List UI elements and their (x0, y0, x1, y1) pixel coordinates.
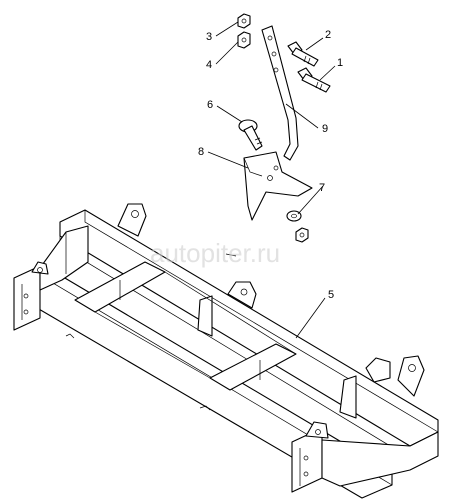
callout-9: 9 (322, 123, 328, 135)
leader-lines (207, 21, 336, 339)
sweep-share (243, 151, 313, 221)
watermark-text: autopiter.ru (150, 238, 280, 268)
nut-7 (295, 227, 309, 243)
frame-cross-brace-4 (339, 375, 357, 419)
nut-4 (237, 31, 251, 49)
frame-right-side (321, 431, 439, 487)
callout-3: 3 (206, 31, 212, 43)
frame-assembly (13, 203, 439, 499)
frame-lug-left (117, 203, 147, 237)
frame-cross-brace-2 (197, 295, 213, 337)
plow-bolt (238, 119, 263, 151)
washer-7 (286, 210, 302, 222)
frame-lug-right-lower (365, 357, 391, 383)
callout-7: 7 (319, 182, 325, 194)
callout-8: 8 (198, 146, 204, 158)
frame-lug-center (227, 281, 257, 309)
frame-lug-right (397, 355, 425, 397)
callout-6: 6 (207, 99, 213, 111)
callout-2: 2 (325, 29, 331, 41)
bolt-1 (297, 67, 331, 93)
shank-standard (261, 25, 299, 161)
callout-5: 5 (328, 289, 334, 301)
shank-body (261, 25, 299, 161)
bolt-2 (287, 41, 319, 67)
sweep-body (243, 151, 313, 221)
frame-lug-left-small (31, 261, 49, 275)
nut-3 (237, 13, 251, 29)
callout-1: 1 (337, 57, 343, 69)
callout-4: 4 (206, 59, 212, 71)
